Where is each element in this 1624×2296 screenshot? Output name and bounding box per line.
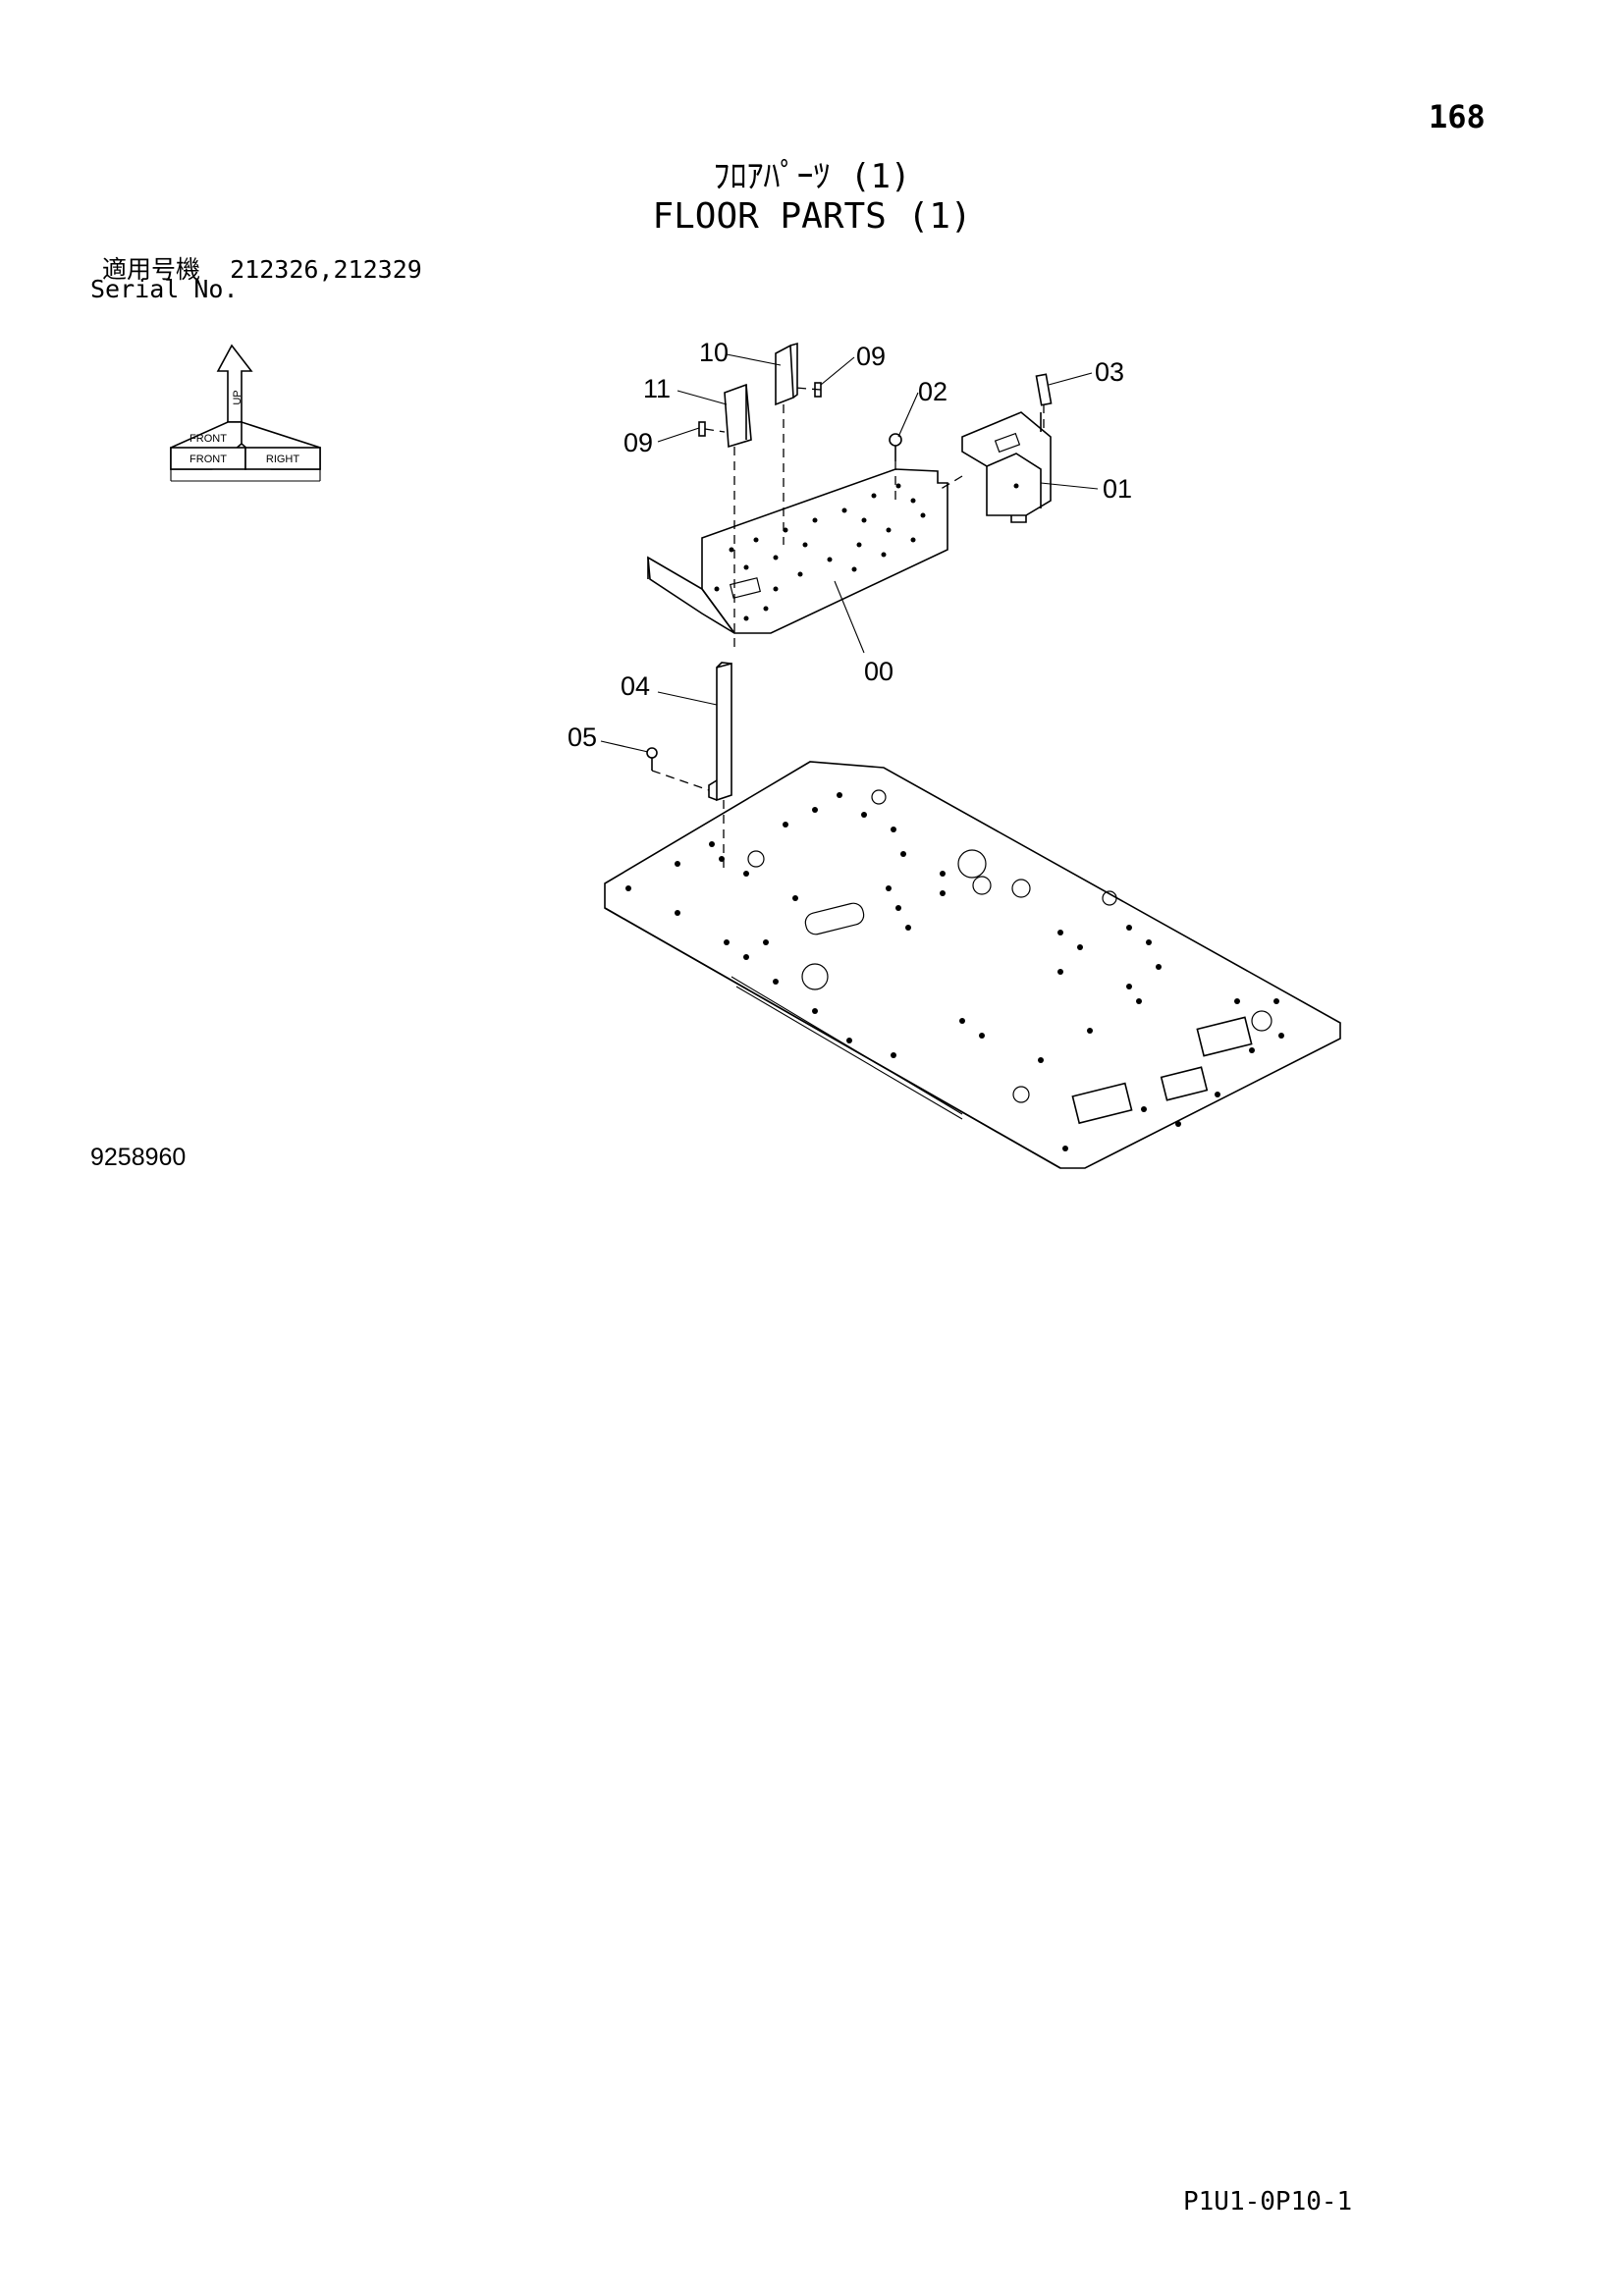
callout-11: 11 — [643, 374, 671, 403]
orientation-marker-icon: UP FRONT RIGHT FRONT — [170, 344, 321, 482]
page-title-japanese: ﾌﾛｱﾊﾟｰﾂ (1) — [713, 157, 911, 196]
orientation-label-front-2: FRONT — [189, 433, 227, 445]
serial-label-japanese: 適用号機 — [102, 255, 201, 284]
pin-part-09-lower — [698, 421, 706, 437]
pin-part-03 — [1035, 373, 1053, 406]
bracket-part-01 — [961, 411, 1052, 523]
bolt-part-05 — [646, 747, 658, 771]
stay-part-04 — [708, 662, 732, 802]
serial-applicability: 適用号機 212326,212329 — [102, 250, 422, 286]
orientation-label-right: RIGHT — [266, 454, 300, 465]
page-number: 168 — [1429, 98, 1486, 135]
floor-plate-upper — [647, 468, 948, 634]
callout-05: 05 — [568, 722, 597, 752]
callout-09-lower: 09 — [623, 428, 653, 457]
assembly-lines — [651, 387, 1045, 874]
floor-plate-base — [604, 761, 1341, 1169]
leader-lines — [600, 353, 1099, 753]
callout-09-upper: 09 — [856, 342, 886, 371]
callout-04: 04 — [621, 671, 650, 701]
drawing-number: 9258960 — [90, 1144, 187, 1171]
callout-02: 02 — [918, 377, 947, 406]
callout-03: 03 — [1095, 357, 1124, 387]
bolt-part-02 — [889, 433, 902, 461]
callout-01: 01 — [1103, 474, 1132, 504]
orientation-label-up: UP — [232, 390, 244, 404]
page-code: P1U1-0P10-1 — [1183, 2187, 1353, 2216]
callout-10: 10 — [699, 338, 729, 367]
serial-numbers: 212326,212329 — [230, 255, 422, 284]
bracket-part-11 — [724, 383, 752, 449]
orientation-label-front: FRONT — [189, 454, 227, 465]
serial-label: Serial No. — [90, 275, 239, 303]
bracket-part-10 — [775, 342, 798, 406]
page-title: FLOOR PARTS (1) — [652, 196, 972, 237]
callout-00: 00 — [864, 657, 893, 686]
